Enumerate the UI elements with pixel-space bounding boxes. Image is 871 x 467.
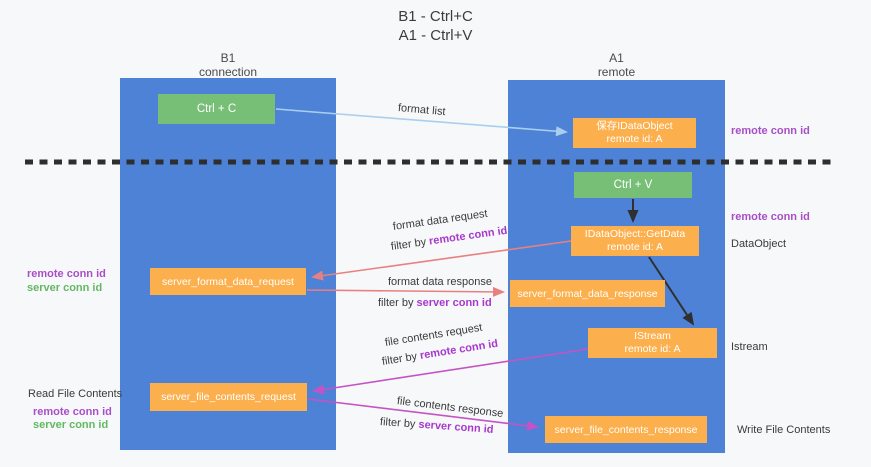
node-server-file-contents-request: server_file_contents_request bbox=[150, 383, 307, 411]
node-idataobject-getdata: IDataObject::GetData remote id: A bbox=[571, 226, 699, 256]
lane-header-b1: B1 connection bbox=[120, 51, 336, 79]
node-save-idataobject: 保存IDataObject remote id: A bbox=[573, 118, 696, 148]
node-save-idataobject-line2: remote id: A bbox=[606, 133, 663, 145]
node-ctrl-c-label: Ctrl + C bbox=[196, 103, 237, 115]
left-remote-conn-id: remote conn id bbox=[27, 268, 106, 280]
right-istream-label: Istream bbox=[731, 341, 768, 353]
right-remote-conn-id-mid: remote conn id bbox=[731, 211, 810, 223]
lane-b1-subtitle: connection bbox=[198, 65, 258, 79]
node-ctrl-v: Ctrl + V bbox=[574, 172, 692, 198]
lane-a1-title: A1 bbox=[609, 51, 624, 65]
label-file-contents-response-filter: filter by server conn id bbox=[379, 416, 494, 436]
arrow-format-data-response bbox=[306, 286, 505, 297]
label-format-data-response: format data response bbox=[388, 276, 492, 288]
title-line-2: A1 - Ctrl+V bbox=[398, 27, 473, 44]
node-istream-line2: remote id: A bbox=[624, 343, 681, 355]
filter-key-server-conn-id: server conn id bbox=[416, 297, 492, 309]
node-server-file-contents-response-label: server_file_contents_response bbox=[554, 423, 698, 436]
node-ctrl-v-label: Ctrl + V bbox=[613, 179, 653, 191]
left-server-conn-id: server conn id bbox=[27, 282, 103, 294]
node-istream-line1: IStream bbox=[634, 330, 671, 342]
right-write-file-contents-label: Write File Contents bbox=[737, 424, 831, 436]
left-bottom-server-conn-id: server conn id bbox=[33, 419, 109, 431]
label-format-list: format list bbox=[397, 102, 447, 119]
label-file-contents-response: file contents response bbox=[396, 395, 504, 420]
node-save-idataobject-line1: 保存IDataObject bbox=[596, 120, 673, 132]
node-server-file-contents-response: server_file_contents_response bbox=[545, 416, 707, 443]
node-server-format-data-response-label: server_format_data_response bbox=[517, 287, 658, 300]
node-server-format-data-request-label: server_format_data_request bbox=[162, 275, 294, 288]
node-idataobject-getdata-line2: remote id: A bbox=[606, 241, 664, 253]
title-line-1: B1 - Ctrl+C bbox=[398, 8, 473, 25]
lane-header-a1: A1 remote bbox=[508, 51, 725, 79]
node-server-format-data-request: server_format_data_request bbox=[150, 268, 306, 295]
lane-a1-subtitle: remote bbox=[597, 65, 636, 79]
lane-b1-title: B1 bbox=[220, 51, 236, 65]
right-remote-conn-id-top: remote conn id bbox=[731, 125, 810, 137]
node-idataobject-getdata-line1: IDataObject::GetData bbox=[584, 228, 686, 240]
left-read-file-contents-label: Read File Contents bbox=[28, 388, 123, 400]
diagram-title: B1 - Ctrl+C A1 - Ctrl+V bbox=[0, 7, 871, 45]
node-server-format-data-response: server_format_data_response bbox=[510, 280, 665, 307]
label-format-data-response-filter: filter by server conn id bbox=[378, 297, 492, 309]
node-istream: IStream remote id: A bbox=[588, 328, 717, 358]
left-bottom-remote-conn-id: remote conn id bbox=[33, 406, 112, 418]
filter-key-server-conn-id-2: server conn id bbox=[418, 418, 494, 436]
node-ctrl-c: Ctrl + C bbox=[158, 94, 275, 124]
filter-key-remote-conn-id: remote conn id bbox=[428, 224, 509, 248]
node-server-file-contents-request-label: server_file_contents_request bbox=[161, 391, 296, 403]
right-dataobject-label: DataObject bbox=[731, 238, 787, 250]
